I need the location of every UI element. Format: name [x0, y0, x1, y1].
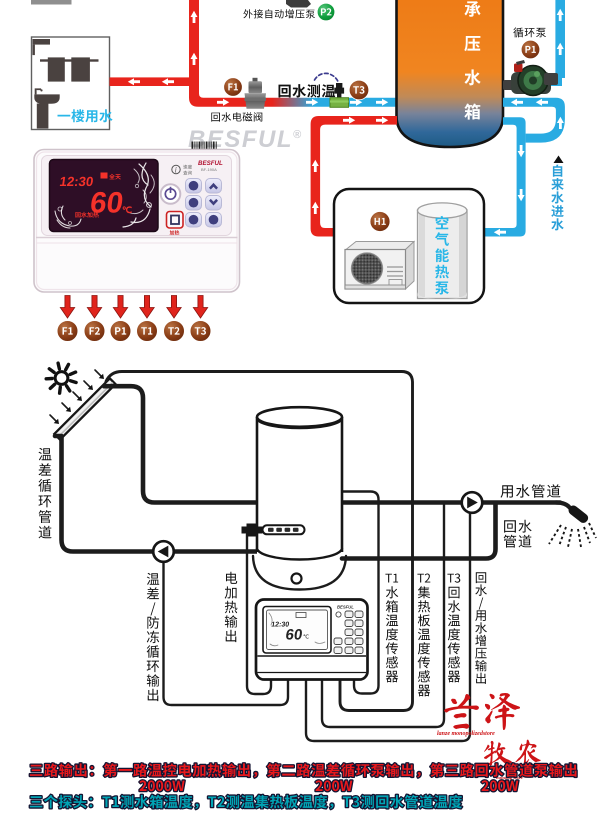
- svg-text:BESFUL: BESFUL: [337, 605, 354, 610]
- svg-text:12:30: 12:30: [59, 174, 95, 189]
- svg-text:lanze monopolizedstore: lanze monopolizedstore: [437, 731, 495, 737]
- svg-text:i: i: [175, 166, 177, 175]
- svg-text:℃: ℃: [122, 205, 132, 215]
- svg-text:BESFUL: BESFUL: [198, 160, 223, 167]
- svg-text:BF-190A: BF-190A: [201, 167, 217, 172]
- svg-text:60: 60: [284, 627, 303, 644]
- svg-text:12:30: 12:30: [271, 622, 290, 629]
- svg-text:℃: ℃: [303, 635, 310, 641]
